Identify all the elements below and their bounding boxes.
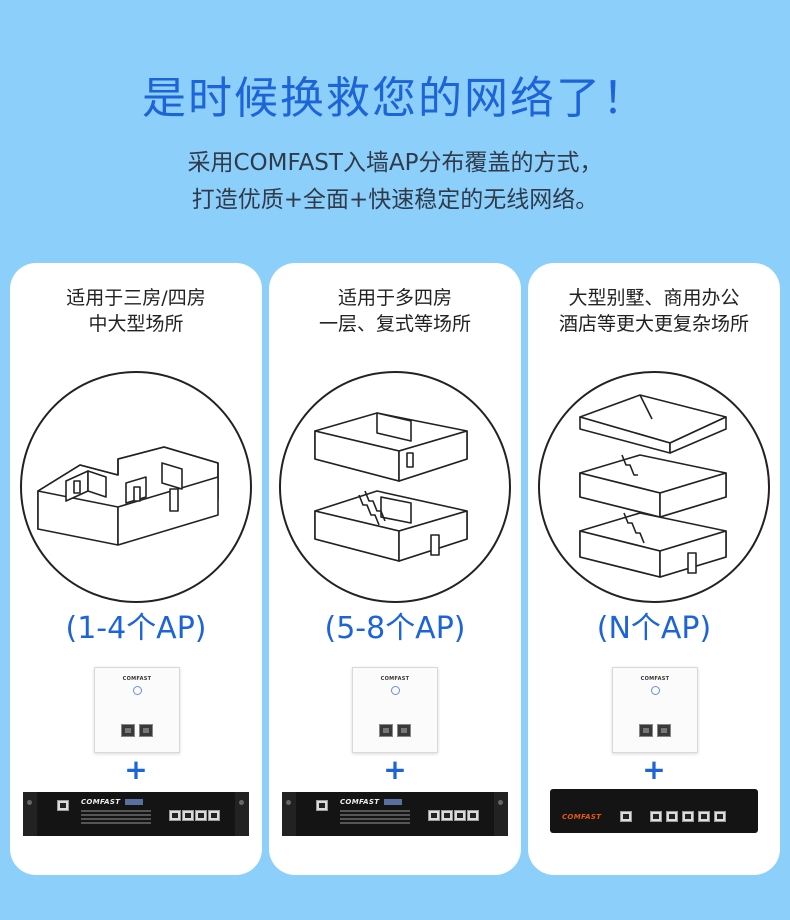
card-desc-line1: 适用于多四房 <box>337 287 452 309</box>
card-desc-line2: 中大型场所 <box>88 313 184 335</box>
page-title: 是时候换救您的网络了！ <box>142 73 648 124</box>
panel-port-icon <box>379 724 393 737</box>
rack-ear-right <box>235 792 249 836</box>
plus-sign: + <box>124 753 148 786</box>
card-desc-line1: 大型别墅、商用办公 <box>568 287 740 309</box>
plus-sign: + <box>383 753 407 786</box>
wan-port-icon <box>57 800 69 811</box>
lan-port-icon <box>682 811 694 822</box>
lan-port-icon <box>182 810 194 821</box>
device-model-tag <box>384 799 402 805</box>
plus-sign: + <box>642 753 666 786</box>
console-port-icon <box>620 811 632 822</box>
panel-port-icon <box>639 724 653 737</box>
device-brand-label: COMFAST <box>81 798 121 806</box>
panel-led-icon <box>391 686 400 695</box>
gateway-router-icon: COMFAST <box>23 792 249 836</box>
panel-brand-label: COMFAST <box>380 676 410 682</box>
villa-house-icon <box>579 394 727 578</box>
gateway-router-icon: COMFAST <box>282 792 508 836</box>
panel-brand-label: COMFAST <box>640 676 670 682</box>
lan-port-icon <box>441 810 453 821</box>
card-description: 适用于多四房 一层、复式等场所 <box>269 285 521 337</box>
panel-port-icon <box>139 724 153 737</box>
panel-led-icon <box>133 686 142 695</box>
device-brand-label: COMFAST <box>340 798 380 806</box>
device-model-tag <box>125 799 143 805</box>
lan-port-icon <box>650 811 662 822</box>
panel-led-icon <box>651 686 660 695</box>
lan-port-icon <box>428 810 440 821</box>
gateway-router-icon: COMFAST <box>550 789 758 833</box>
rack-ear-left <box>282 792 296 836</box>
ap-count-label: (N个AP) <box>596 611 712 646</box>
page-subtitle-line2: 打造优质+全面+快速稳定的无线网络。 <box>191 187 599 213</box>
device-spec-lines <box>340 810 410 826</box>
floorplan-circle <box>20 371 252 603</box>
lan-port-icon <box>195 810 207 821</box>
device-brand-label: COMFAST <box>562 813 602 821</box>
device-spec-lines <box>81 810 151 826</box>
panel-brand-label: COMFAST <box>122 676 152 682</box>
card-desc-line2: 酒店等更大更复杂场所 <box>558 313 749 335</box>
scenario-card-small: 适用于三房/四房 中大型场所 <box>10 263 262 875</box>
page-subtitle-line1: 采用COMFAST入墙AP分布覆盖的方式， <box>187 150 603 176</box>
rack-ear-right <box>494 792 508 836</box>
lan-port-icon <box>666 811 678 822</box>
wall-ap-panel-icon: COMFAST <box>352 667 438 753</box>
panel-port-icon <box>397 724 411 737</box>
card-description: 大型别墅、商用办公 酒店等更大更复杂场所 <box>528 285 780 337</box>
panel-port-icon <box>121 724 135 737</box>
lan-port-icon <box>169 810 181 821</box>
card-desc-line2: 一层、复式等场所 <box>318 313 471 335</box>
lan-port-icon <box>714 811 726 822</box>
lan-port-icon <box>467 810 479 821</box>
floorplan-circle <box>279 371 511 603</box>
wan-port-icon <box>316 800 328 811</box>
wall-ap-panel-icon: COMFAST <box>94 667 180 753</box>
scenario-card-large: 大型别墅、商用办公 酒店等更大更复杂场所 <box>528 263 780 875</box>
wall-ap-panel-icon: COMFAST <box>612 667 698 753</box>
ap-count-label: (5-8个AP) <box>324 611 466 646</box>
panel-port-icon <box>657 724 671 737</box>
floorplan-circle <box>538 371 770 603</box>
single-floor-house-icon <box>37 446 219 546</box>
card-description: 适用于三房/四房 中大型场所 <box>10 285 262 337</box>
scenario-card-medium: 适用于多四房 一层、复式等场所 <box>269 263 521 875</box>
ap-count-label: (1-4个AP) <box>65 611 207 646</box>
two-floor-house-icon <box>314 412 468 562</box>
lan-port-icon <box>454 810 466 821</box>
rack-ear-left <box>23 792 37 836</box>
lan-port-icon <box>698 811 710 822</box>
card-desc-line1: 适用于三房/四房 <box>66 287 206 309</box>
lan-port-icon <box>208 810 220 821</box>
